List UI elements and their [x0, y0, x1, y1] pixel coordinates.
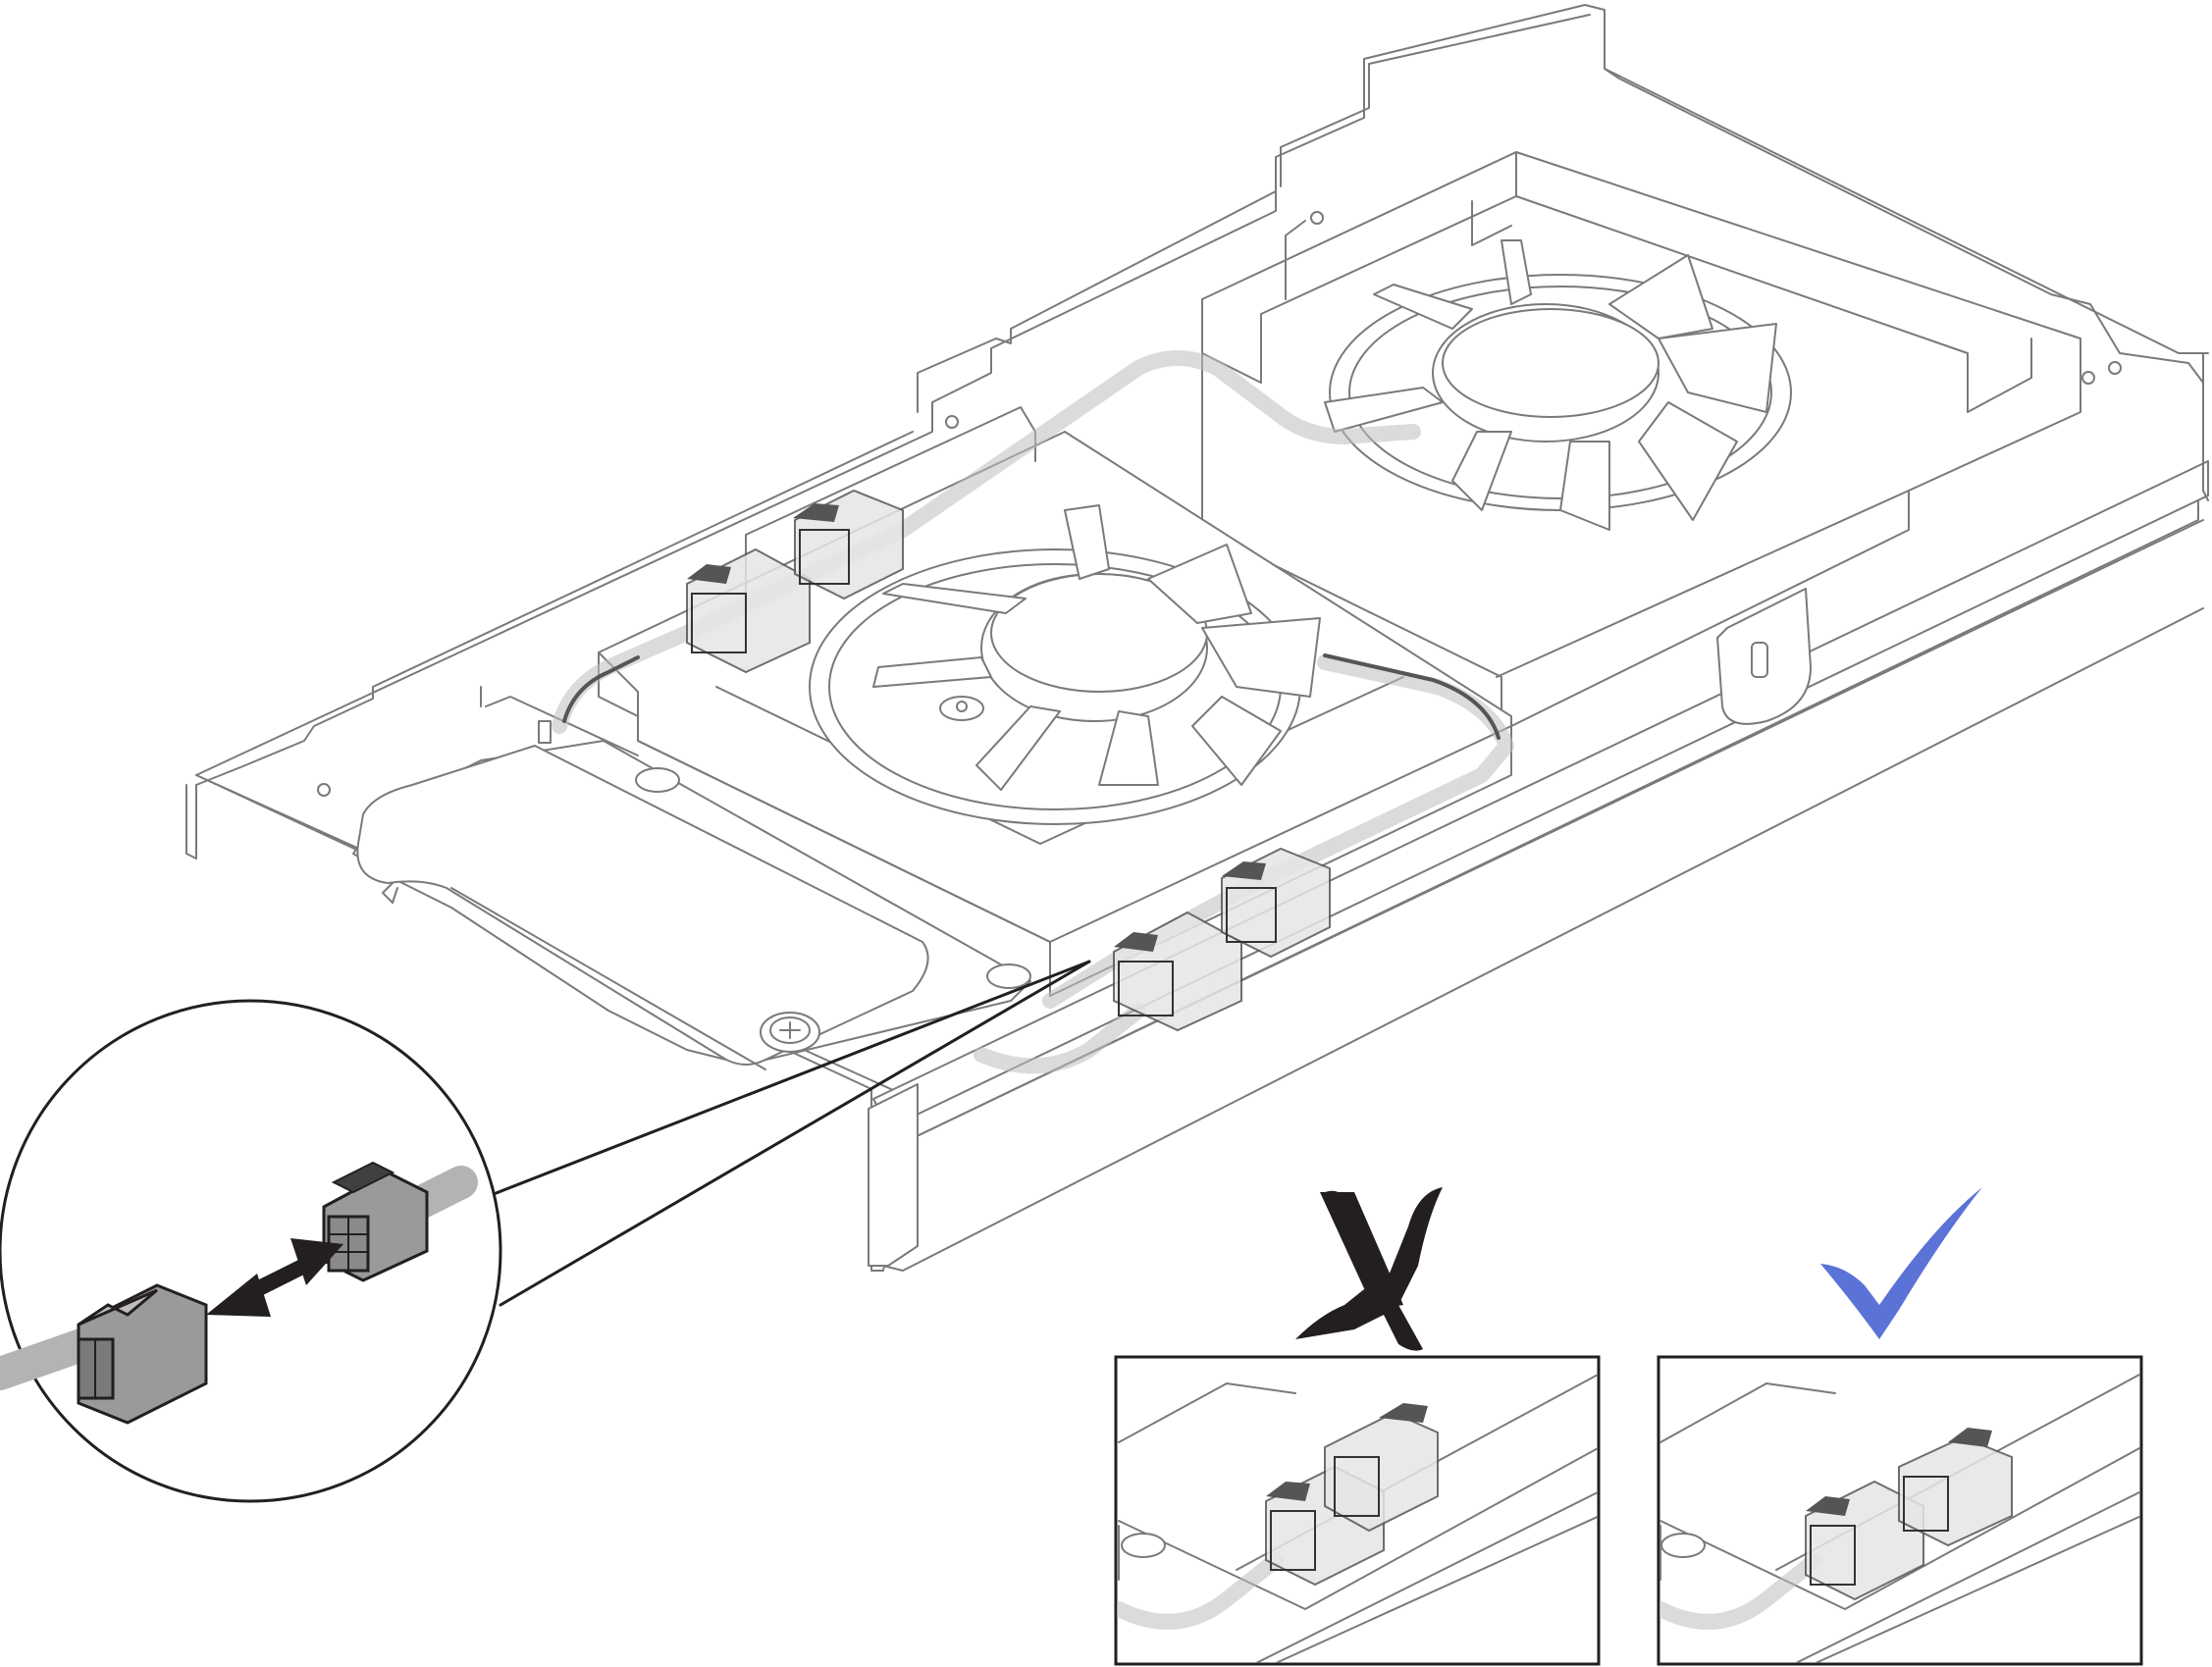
- circuit-board: [352, 686, 1031, 1070]
- correct-connection-panel: [1657, 1187, 2143, 1666]
- cable-connector-icon: [686, 489, 1331, 1032]
- cable-connector-icon: [77, 1283, 208, 1425]
- wrong-connection-panel: [1114, 1187, 1601, 1666]
- double-arrow-icon: [206, 1238, 343, 1317]
- cross-icon: [1295, 1187, 1443, 1351]
- fan-icon: [1324, 239, 1792, 531]
- fan-housing-rear: [1201, 151, 2081, 732]
- magnifier-circle-icon: [0, 960, 1091, 1503]
- fan-icon: [809, 504, 1321, 825]
- screw-icon: [760, 1012, 820, 1053]
- fan-cable: [552, 350, 1514, 1074]
- checkmark-icon: [1820, 1187, 1982, 1339]
